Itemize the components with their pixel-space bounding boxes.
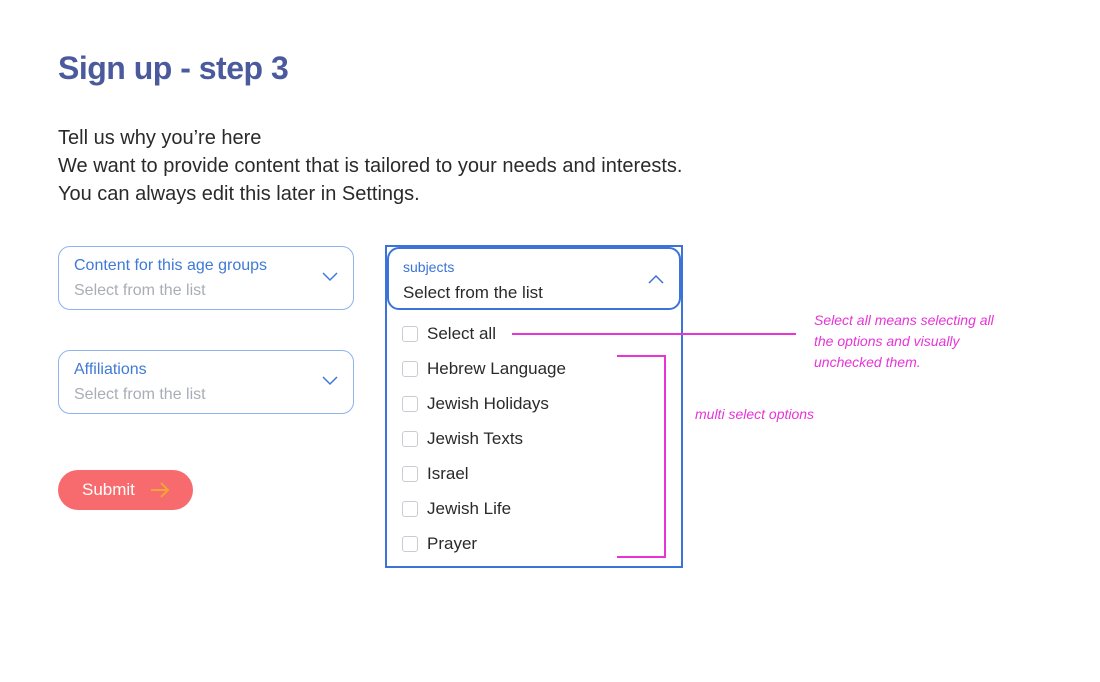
subject-checkbox[interactable] [402, 536, 418, 552]
intro-text: Tell us why you’re here We want to provi… [58, 124, 682, 208]
select-all-label: Select all [427, 324, 496, 343]
subjects-label: subjects [403, 259, 455, 275]
submit-label: Submit [82, 480, 135, 499]
affiliations-select[interactable]: Affiliations Select from the list [58, 350, 354, 414]
subjects-placeholder: Select from the list [403, 283, 543, 302]
subject-checkbox[interactable] [402, 396, 418, 412]
subject-option[interactable]: Israel [402, 463, 469, 485]
subject-option[interactable]: Prayer [402, 533, 477, 555]
subject-option-label: Jewish Holidays [427, 394, 549, 413]
subject-option-label: Israel [427, 464, 469, 483]
subject-option[interactable]: Hebrew Language [402, 358, 566, 380]
subjects-dropdown: subjects Select from the list Select all… [385, 245, 683, 568]
subject-checkbox[interactable] [402, 466, 418, 482]
submit-button[interactable]: Submit [58, 470, 193, 510]
age-groups-placeholder: Select from the list [74, 282, 206, 299]
affiliations-label: Affiliations [74, 361, 147, 378]
subject-option-label: Prayer [427, 534, 478, 553]
select-all-checkbox[interactable] [402, 326, 418, 342]
subject-checkbox[interactable] [402, 361, 418, 377]
subject-option-label: Jewish Life [427, 499, 512, 518]
page-title: Sign up - step 3 [58, 50, 289, 86]
annotation-line: Select all means selecting all [814, 312, 994, 328]
subject-option[interactable]: Jewish Holidays [402, 393, 549, 415]
subject-checkbox[interactable] [402, 431, 418, 447]
affiliations-placeholder: Select from the list [74, 386, 206, 403]
chevron-up-icon[interactable] [647, 273, 665, 285]
multi-select-annotation: multi select options [695, 406, 815, 422]
subject-option-label: Hebrew Language [427, 359, 566, 378]
age-groups-label: Content for this age groups [74, 257, 268, 274]
intro-line-2: We want to provide content that is tailo… [58, 155, 683, 177]
subject-checkbox[interactable] [402, 501, 418, 517]
select-all-annotation: Select all means selecting all the optio… [814, 310, 994, 373]
intro-line-3: You can always edit this later in Settin… [58, 183, 420, 205]
select-all-option[interactable]: Select all [402, 323, 496, 345]
age-groups-select[interactable]: Content for this age groups Select from … [58, 246, 354, 310]
arrow-right-icon [151, 482, 170, 498]
chevron-down-icon [322, 272, 338, 282]
annotation-line: the options and visually [814, 333, 960, 349]
annotation-line: unchecked them. [814, 354, 921, 370]
subject-option[interactable]: Jewish Texts [402, 428, 523, 450]
subjects-select[interactable]: subjects Select from the list [387, 247, 681, 310]
intro-line-1: Tell us why you’re here [58, 127, 262, 149]
subject-option[interactable]: Jewish Life [402, 498, 511, 520]
subject-option-label: Jewish Texts [427, 429, 524, 448]
chevron-down-icon [322, 376, 338, 386]
